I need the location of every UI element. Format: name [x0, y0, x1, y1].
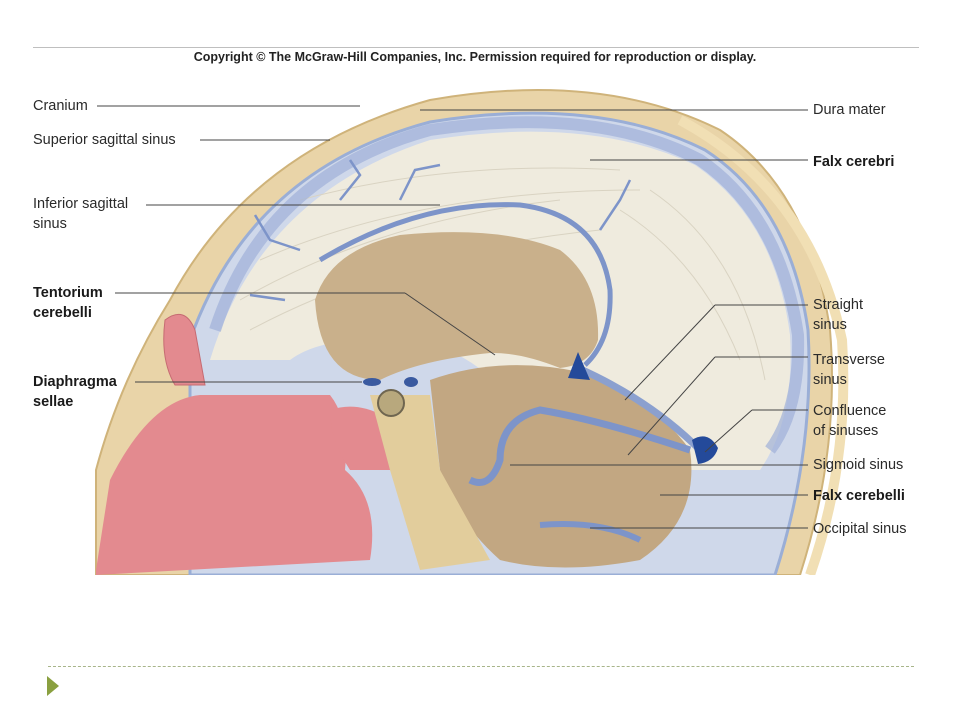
cerebral-cavity	[315, 232, 599, 380]
label-falx-cerebelli: Falx cerebelli	[813, 488, 905, 504]
scalp-edge	[677, 115, 849, 575]
label-occipital-sinus: Occipital sinus	[813, 521, 907, 537]
label-superior-sagittal-sinus: Superior sagittal sinus	[33, 132, 176, 148]
top-divider	[33, 47, 919, 48]
pituitary-gland	[377, 389, 405, 417]
label-tentorium-cerebelli-line1: Tentorium	[33, 285, 103, 301]
bullet-arrow-icon	[47, 676, 59, 696]
label-inferior-sagittal-sinus-line1: Inferior sagittal	[33, 196, 129, 212]
confluence-of-sinuses	[692, 436, 718, 464]
label-diaphragma-sellae-line1: Diaphragma	[33, 374, 117, 390]
diaphragma-sellae	[363, 378, 381, 386]
label-straight-sinus-line1: Straight	[813, 297, 863, 313]
occipital-sinus	[539, 521, 642, 543]
sella-bone	[370, 395, 490, 570]
label-confluence-of-sinuses-line1: Confluence	[813, 403, 887, 419]
label-inferior-sagittal-sinus-line2: sinus	[33, 216, 67, 232]
straight-sinus-junction	[568, 352, 590, 380]
label-transverse-sinus-line1: Transverse	[813, 352, 885, 368]
label-straight-sinus-line2: sinus	[813, 317, 847, 333]
label-cranium: Cranium	[33, 98, 88, 114]
label-diaphragma-sellae-line2: sellae	[33, 394, 74, 410]
nasal-cavity	[96, 395, 373, 575]
straight-sinus	[576, 364, 703, 453]
inferior-sagittal-sinus	[318, 202, 613, 367]
label-transverse-sinus-line2: sinus	[813, 372, 847, 388]
label-sigmoid-sinus: Sigmoid sinus	[813, 457, 904, 473]
label-confluence-of-sinuses-line2: of sinuses	[813, 423, 879, 439]
transverse-sigmoid-sinus	[468, 406, 692, 486]
label-dura-mater: Dura mater	[813, 102, 886, 118]
label-falx-cerebri: Falx cerebri	[813, 154, 895, 170]
bottom-divider	[48, 666, 914, 667]
frontal-sinus	[163, 313, 206, 386]
copyright-notice: Copyright © The McGraw-Hill Companies, I…	[193, 50, 757, 64]
leader-lines	[97, 105, 808, 529]
label-tentorium-cerebelli-line2: cerebelli	[33, 305, 92, 321]
superior-sagittal-sinus	[209, 116, 805, 454]
posterior-fossa	[430, 365, 692, 568]
